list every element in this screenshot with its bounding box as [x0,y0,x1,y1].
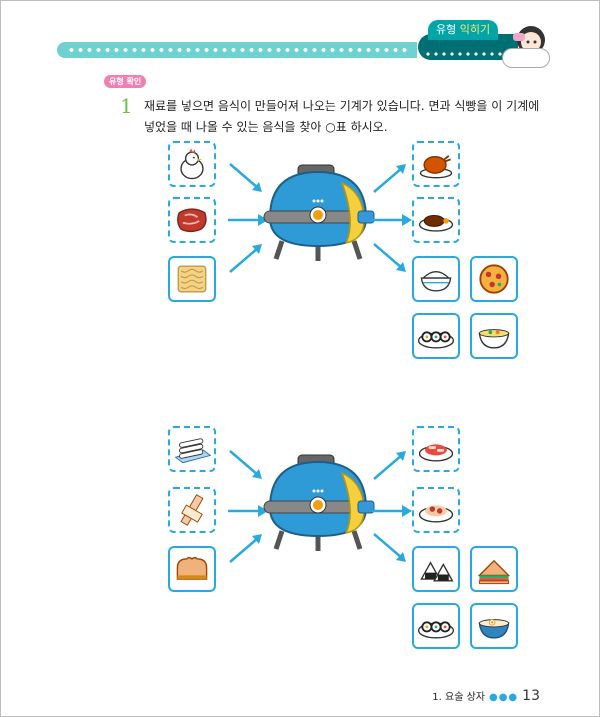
rice-bowl-icon [420,271,452,292]
arrow-icon [372,505,412,517]
sandwich-icon [477,559,511,585]
input-card-gimbap-ingredients [168,487,216,533]
input-card-meat [168,197,216,243]
mascot-icon [513,26,545,54]
tteokbokki-icon [418,444,454,462]
type-badge: 유형 확인 [104,75,147,88]
rice-ball-icon [420,561,454,582]
arrow-icon [373,243,406,272]
output-card-sandwich[interactable] [470,546,518,592]
noodle-soup-icon [478,619,510,639]
footer-dots: ●●● [488,692,519,703]
arrow-icon [228,505,268,517]
arrow-icon [228,214,268,226]
question-text: 재료를 넣으면 음식이 만들어져 나오는 기계가 있습니다. 면과 식빵을 이 … [144,99,540,134]
gimbap-icon [417,331,455,349]
output-card-noodle-soup-2[interactable] [470,603,518,649]
output-card-noodle-soup[interactable] [470,313,518,359]
noodles-icon [177,265,207,293]
page-number: 13 [522,688,540,704]
noodle-soup-icon [478,329,510,349]
input-card-bread [168,546,216,592]
arrow-icon [373,451,406,480]
spaghetti-icon [418,505,454,523]
input-card-chicken [168,141,216,187]
bread-loaf-icon [176,556,208,580]
section-title-part2: 익히기 [459,23,491,36]
input-card-rice-cake [168,426,216,472]
output-card-spaghetti[interactable] [412,487,460,533]
cloud-decoration [502,48,550,68]
food-machine-icon [263,454,375,551]
footer-section: 1. 요술 상자 [432,692,485,703]
output-card-pizza[interactable] [470,256,518,302]
food-machine-icon [263,164,375,261]
question-number: 1 [120,94,133,118]
arrow-icon [373,533,406,562]
arrow-icon [229,534,262,563]
arrow-icon [372,214,412,226]
output-card-gimbap[interactable] [412,313,460,359]
output-card-tteokbokki[interactable] [412,426,460,472]
output-card-rice-ball[interactable] [412,546,460,592]
steak-icon [418,214,454,232]
gimbap-icon [417,621,455,639]
output-card-gimbap-2[interactable] [412,603,460,649]
section-title-part1: 유형 [436,23,457,36]
arrow-icon [373,164,406,193]
header-bar [57,42,417,58]
chicken-icon [180,148,204,180]
pizza-icon [479,264,509,294]
arrow-icon [229,163,262,192]
page-footer: 1. 요술 상자●●●13 [432,688,540,704]
rice-cake-icon [174,438,212,464]
input-card-noodles [168,256,216,302]
arrow-icon [229,450,262,479]
roast-chicken-icon [419,155,453,179]
gimbap-ingredients-icon [180,494,204,526]
output-card-roast-chicken[interactable] [412,141,460,187]
section-title: 유형 익히기 [428,20,499,40]
output-card-rice[interactable] [412,256,460,302]
arrow-icon [229,244,262,273]
raw-meat-icon [177,208,207,233]
output-card-steak[interactable] [412,197,460,243]
